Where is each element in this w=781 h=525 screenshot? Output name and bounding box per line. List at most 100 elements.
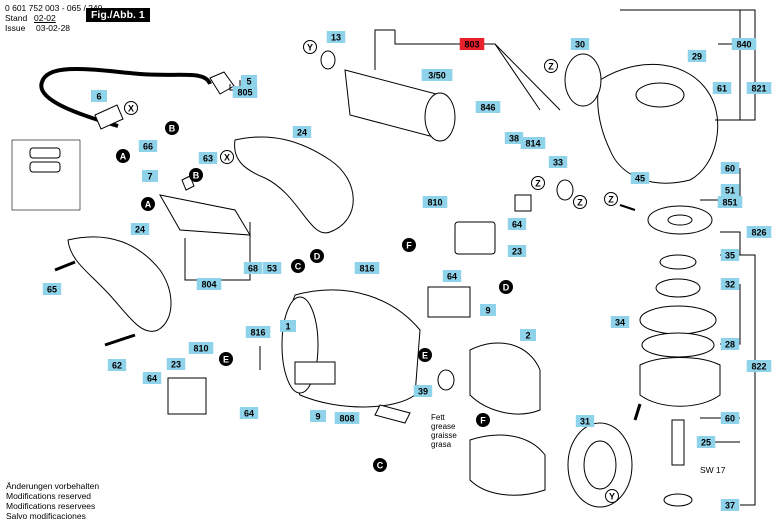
part-number-label: 32	[720, 278, 740, 290]
part-number-box	[712, 82, 732, 94]
connector-marker-text: D	[503, 282, 510, 292]
part-number-text: 37	[725, 501, 735, 511]
part-number-box	[746, 360, 772, 372]
part-number-text: 39	[418, 387, 428, 397]
part-number-label: 30	[570, 38, 590, 50]
part-number-label: 846	[475, 101, 501, 113]
part-number-box	[196, 278, 222, 290]
part-number-label: 821	[746, 82, 772, 94]
part-number-box	[334, 412, 360, 424]
connector-marker-circle	[219, 352, 233, 366]
part-number-box	[720, 249, 740, 261]
part-number-box	[575, 415, 595, 427]
switch-assembly	[159, 194, 251, 236]
part-number-box	[720, 338, 740, 350]
reference-marker-circle	[531, 176, 545, 190]
connector-marker-text: B	[193, 170, 200, 180]
part-number-box	[280, 320, 296, 332]
part-number-label: 9	[310, 410, 326, 422]
grease-note-line: grease	[431, 422, 456, 431]
part-number-box	[142, 372, 162, 384]
part-number-box	[91, 90, 107, 102]
stand-label: Stand	[5, 13, 28, 23]
connector-marker: C	[291, 259, 305, 273]
connector-marker: A	[141, 197, 155, 211]
part-number-box	[413, 385, 433, 397]
part-number-label: 64	[142, 372, 162, 384]
connector-marker-text: F	[406, 240, 412, 250]
part-number-box	[731, 38, 757, 50]
part-number-label: 1	[280, 320, 296, 332]
part-number-text: 61	[717, 84, 727, 94]
plug	[209, 71, 235, 95]
part-number-text: 28	[725, 340, 735, 350]
part-number-text: 45	[635, 174, 645, 184]
part-number-box	[507, 245, 527, 257]
part-number-label: 23	[166, 358, 186, 370]
part-number-text: 32	[725, 280, 735, 290]
connector-marker-circle	[189, 168, 203, 182]
part-number-label: 37	[720, 499, 740, 511]
part-number-box	[442, 270, 462, 282]
reference-marker-circle	[220, 150, 234, 164]
figure-label: Fig./Abb. 1	[86, 8, 150, 22]
part-number-label: 28	[720, 338, 740, 350]
part-number-text: 821	[751, 84, 766, 94]
reference-marker-circle	[544, 59, 558, 73]
part-number-box	[630, 172, 650, 184]
part-number-label: 808	[334, 412, 360, 424]
part-number-box	[720, 499, 740, 511]
connector-marker: C	[373, 458, 387, 472]
part-number-box	[717, 196, 743, 208]
part-number-text: 3/50	[428, 71, 446, 81]
reference-marker: X	[220, 150, 234, 164]
part-number-label: 840	[731, 38, 757, 50]
footer-line: Modifications reservees	[6, 501, 96, 511]
connector-marker-circle	[310, 249, 324, 263]
part-number-box	[232, 86, 258, 98]
grease-note-line: Fett	[431, 413, 445, 422]
part-number-box	[239, 407, 259, 419]
part-number-box	[610, 316, 630, 328]
part-number-box	[245, 326, 271, 338]
connector-marker-text: A	[120, 151, 127, 161]
part-number-box	[241, 75, 257, 87]
part-number-box	[188, 342, 214, 354]
reference-marker-text: Z	[548, 61, 554, 71]
part-number-text: 66	[143, 142, 153, 152]
part-number-text: 7	[147, 172, 152, 182]
part-number-label: 31	[575, 415, 595, 427]
part-number-box	[480, 304, 496, 316]
part-number-text: 64	[147, 374, 157, 384]
part-number-label: 63	[198, 152, 218, 164]
part-number-box	[354, 262, 380, 274]
part-number-text: 30	[575, 40, 585, 50]
grease-note-line: graisse	[431, 431, 457, 440]
part-number-label: 60	[720, 162, 740, 174]
connector-marker-circle	[165, 121, 179, 135]
part-number-text: 31	[580, 417, 590, 427]
reference-marker-text: Y	[609, 491, 615, 501]
part-number-text: 63	[203, 154, 213, 164]
part-number-text: 805	[237, 88, 252, 98]
part-number-text: 810	[193, 344, 208, 354]
part-number-label: 24	[292, 126, 312, 138]
part-number-text: 60	[725, 414, 735, 424]
reference-marker-text: Y	[307, 42, 313, 52]
part-number-box	[746, 82, 772, 94]
connector-marker-text: C	[295, 261, 302, 271]
reference-marker-circle	[573, 195, 587, 209]
power-cord	[39, 67, 212, 128]
part-number-label: 53	[262, 262, 282, 274]
connector-marker: A	[116, 149, 130, 163]
part-number-text: 65	[47, 285, 57, 295]
part-number-label: 33	[548, 156, 568, 168]
part-number-label: 65	[42, 283, 62, 295]
reference-marker: Z	[531, 176, 545, 190]
part-number-text: 2	[525, 331, 530, 341]
reference-marker-circle	[604, 192, 618, 206]
part-number-text: 68	[248, 264, 258, 274]
part-number-box	[166, 358, 186, 370]
part-number-text: 816	[359, 264, 374, 274]
